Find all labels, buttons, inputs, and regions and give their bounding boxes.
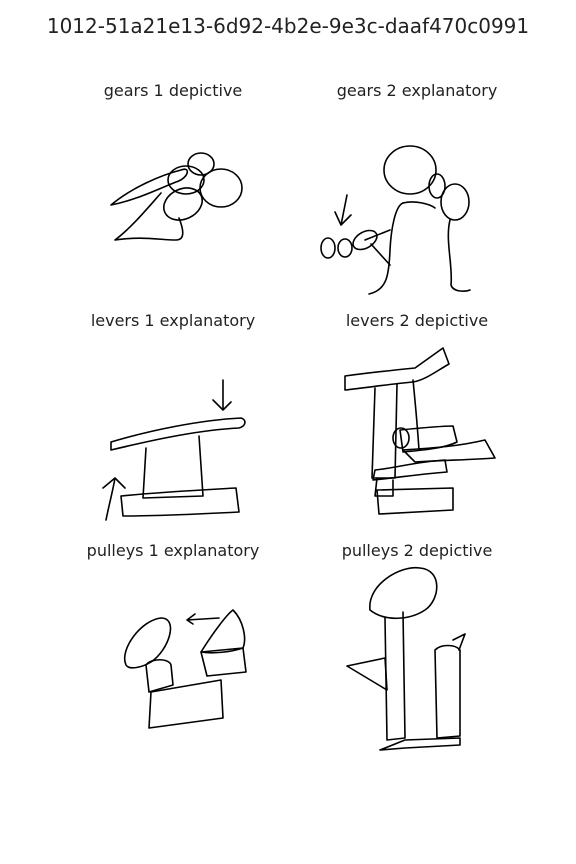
pulleys-2-sketch [295, 540, 539, 760]
sketch-panel-pulleys-2: pulleys 2 depictive [295, 540, 539, 760]
wedge-shape [347, 658, 387, 690]
body-stroke [403, 202, 435, 208]
head-circle [384, 146, 436, 194]
pulley-wheel [370, 568, 437, 619]
rope-stroke [435, 646, 460, 739]
gear-outline [429, 174, 445, 198]
hanger-stroke [146, 660, 173, 692]
arrow-stroke [213, 380, 231, 410]
hook-stroke [453, 634, 465, 650]
base-block [121, 488, 239, 516]
sketch-panel-gears-1: gears 1 depictive [51, 80, 295, 300]
sketch-panel-pulleys-1: pulleys 1 explanatory [51, 540, 295, 760]
sketch-panel-levers-2: levers 2 depictive [295, 310, 539, 530]
page-title: 1012-51a21e13-6d92-4b2e-9e3c-daaf470c099… [0, 12, 576, 40]
lever-beam [111, 418, 245, 450]
small-gear [338, 239, 352, 257]
levers-1-sketch [51, 310, 295, 530]
base-block [377, 488, 453, 514]
weight-block [149, 680, 223, 728]
small-gear [321, 238, 335, 258]
gears-2-sketch [295, 80, 539, 300]
sketch-panel-levers-1: levers 1 explanatory [51, 310, 295, 530]
upright-post [372, 384, 397, 478]
gear-outline [200, 169, 242, 207]
gear-base-stroke [115, 193, 183, 240]
post-stroke [385, 612, 405, 740]
fulcrum-block [143, 436, 203, 498]
arrow-stroke [187, 614, 219, 624]
sketch-panel-gears-2: gears 2 explanatory [295, 80, 539, 300]
gears-1-sketch [51, 80, 295, 300]
arrow-stroke [335, 195, 351, 225]
pulley-wheel [201, 610, 245, 653]
pulleys-1-sketch [51, 540, 295, 760]
levers-2-sketch [295, 310, 539, 530]
gear-stroke [111, 169, 187, 205]
arm-stroke [448, 220, 470, 291]
lever-arm [373, 460, 447, 480]
connector-stroke [413, 380, 419, 450]
